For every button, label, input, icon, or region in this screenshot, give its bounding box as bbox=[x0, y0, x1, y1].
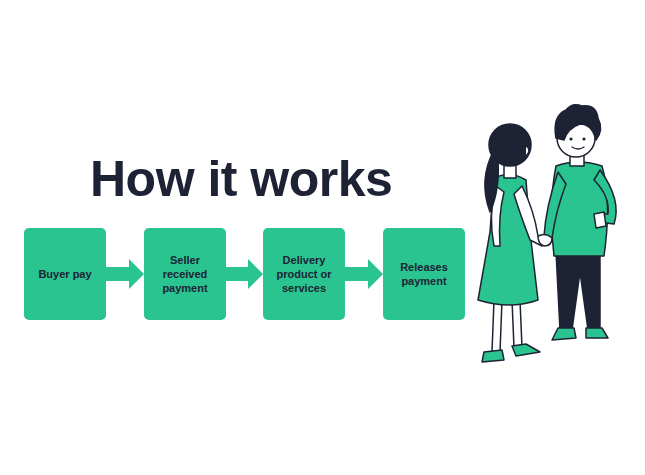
flow-arrow bbox=[345, 259, 383, 289]
flow-arrow bbox=[226, 259, 263, 289]
boy-smile bbox=[572, 147, 584, 149]
girl-shoe bbox=[512, 344, 540, 356]
diagram-title: How it works bbox=[90, 150, 392, 208]
girl-leg bbox=[512, 300, 522, 348]
process-box: Buyer pay bbox=[24, 228, 106, 320]
process-box: Seller received payment bbox=[144, 228, 226, 320]
box-label: Releases payment bbox=[387, 260, 461, 289]
boy-arm bbox=[544, 172, 566, 238]
boy-eye bbox=[582, 137, 585, 140]
boy-hand bbox=[594, 212, 606, 228]
boy-shoe bbox=[586, 328, 608, 338]
girl-head bbox=[489, 124, 531, 166]
box-label: Seller received payment bbox=[148, 253, 222, 296]
boy-pants bbox=[556, 252, 600, 330]
boy-eye bbox=[569, 137, 572, 140]
process-box: Delivery product or services bbox=[263, 228, 345, 320]
box-label: Buyer pay bbox=[38, 267, 91, 281]
box-label: Delivery product or services bbox=[267, 253, 341, 296]
boy-hair bbox=[555, 105, 600, 140]
girl-leg bbox=[492, 300, 502, 352]
flow-arrow bbox=[106, 259, 144, 289]
girl-ear bbox=[526, 146, 529, 156]
girl-shoe bbox=[482, 350, 504, 362]
boy-shoe bbox=[552, 328, 576, 340]
girl-neck bbox=[504, 165, 516, 178]
process-box: Releases payment bbox=[383, 228, 465, 320]
joined-hands bbox=[538, 234, 552, 246]
